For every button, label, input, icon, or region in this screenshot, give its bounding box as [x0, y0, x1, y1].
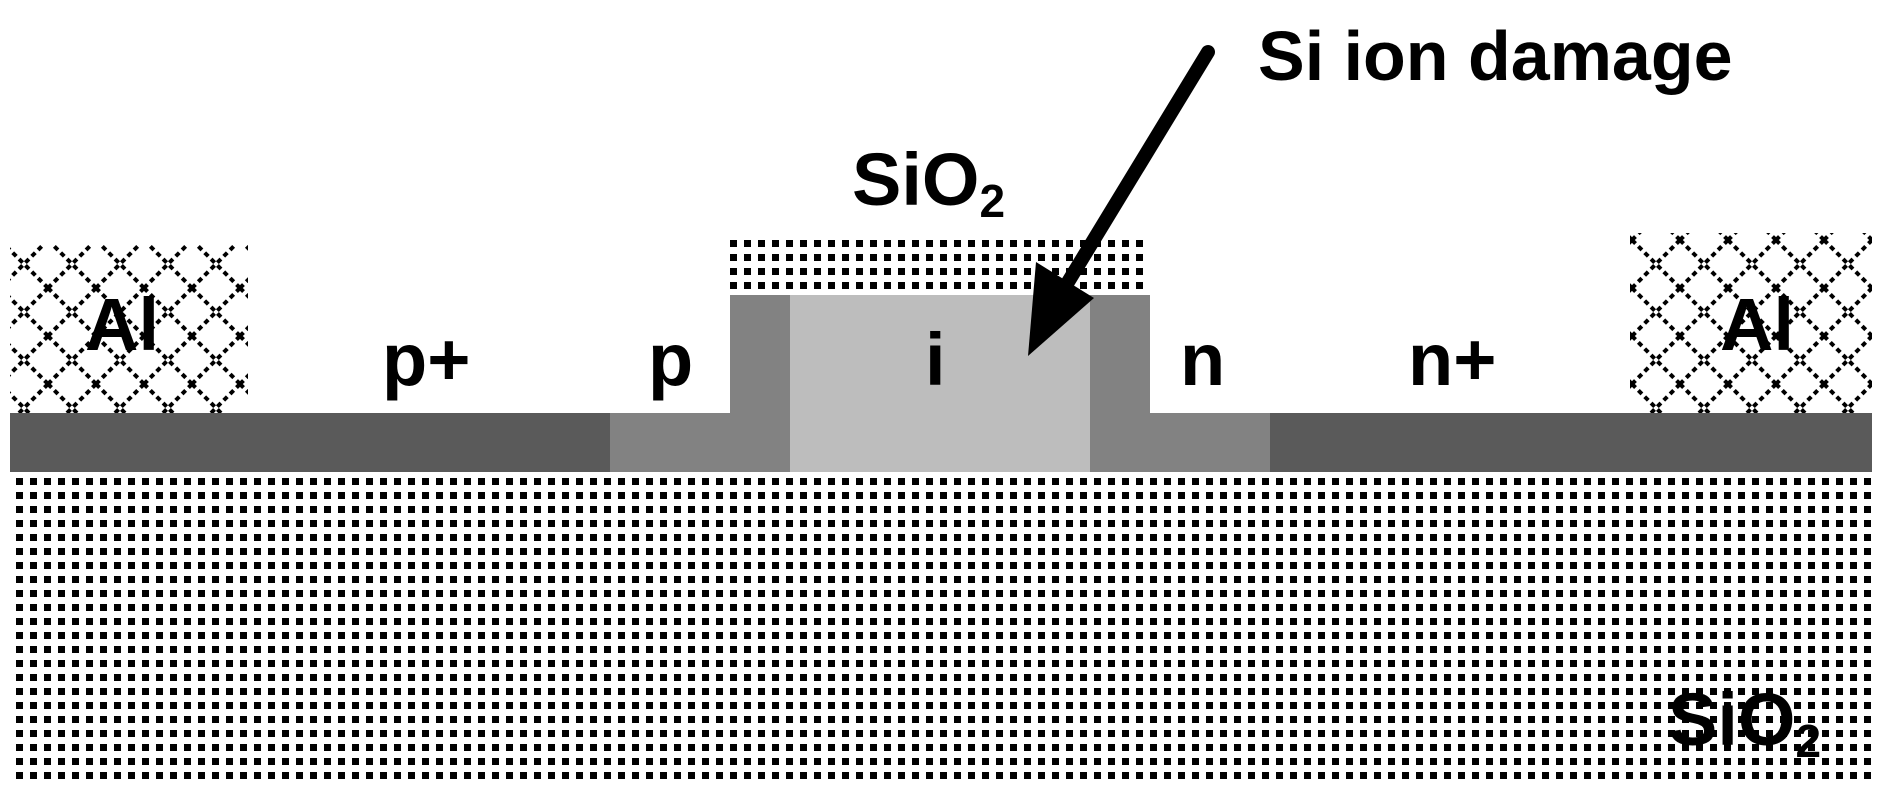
region-p-mesa-wall [730, 295, 790, 413]
region-p-plus-layer [10, 413, 610, 472]
bottom-oxide-label-sub: 2 [1795, 715, 1821, 767]
aluminum-contact-left [10, 245, 248, 413]
region-p-layer [610, 413, 790, 472]
buried-oxide-layer [10, 472, 1872, 780]
top-oxide-label-main: SiO [852, 138, 979, 221]
region-p-plus-label: p+ [382, 318, 470, 401]
contact-left-label: Al [85, 283, 159, 366]
contact-right-label: Al [1720, 283, 1794, 366]
top-oxide-label: SiO2 [852, 138, 1005, 227]
top-oxide-label-sub: 2 [979, 175, 1005, 227]
region-n-plus-layer [1270, 413, 1872, 472]
annotation-label: Si ion damage [1258, 17, 1733, 95]
bottom-oxide-label: SiO2 [1668, 678, 1821, 767]
aluminum-contact-right [1630, 233, 1872, 413]
region-n-mesa-wall [1090, 295, 1150, 413]
damage-arrow-head [1028, 262, 1094, 356]
region-n-label: n [1180, 318, 1225, 401]
region-n-layer [1090, 413, 1270, 472]
bottom-oxide-label-main: SiO [1668, 678, 1795, 761]
damage-arrow-shaft [1055, 45, 1215, 299]
region-i-label: i [925, 318, 946, 401]
region-p-label: p [648, 318, 693, 401]
region-n-plus-label: n+ [1408, 318, 1496, 401]
